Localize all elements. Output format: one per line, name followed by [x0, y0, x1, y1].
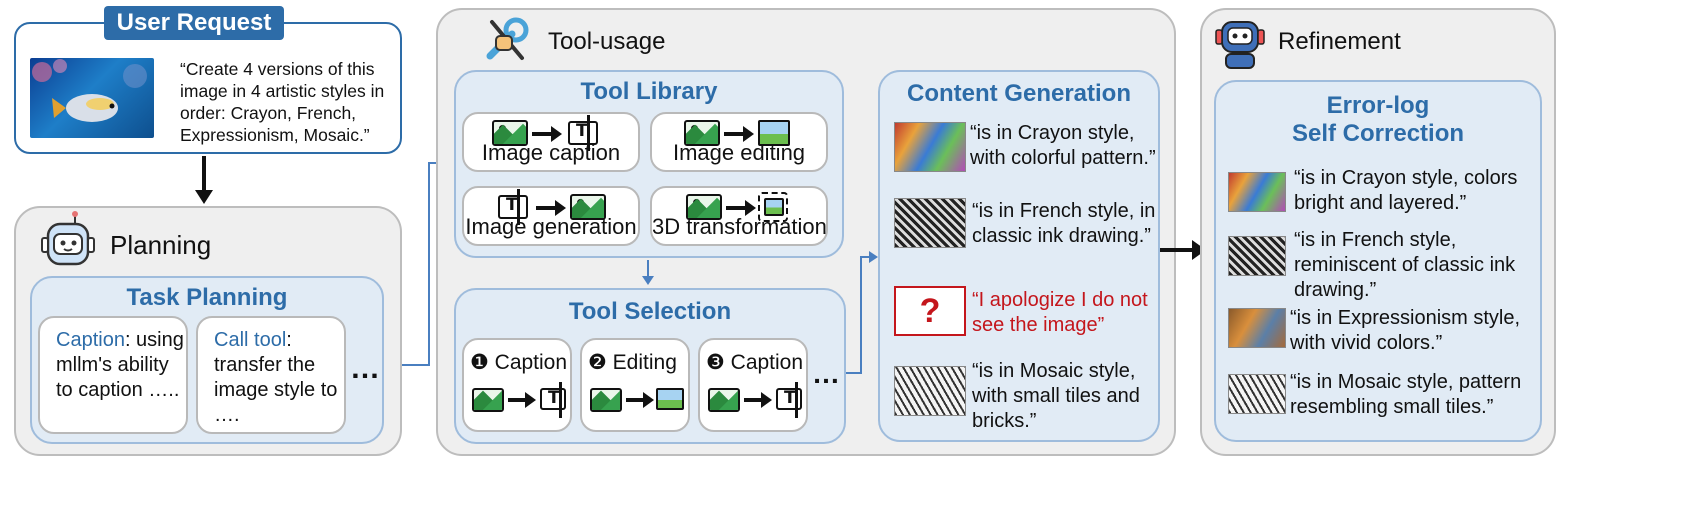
selection-step-label: ❶ Caption	[470, 351, 568, 374]
refinement-robot-icon	[1214, 16, 1266, 70]
connector-planning-to-tools	[402, 364, 430, 366]
planning-card-caption-text: Caption: using mllm's ability to caption…	[56, 328, 184, 403]
tool-label: Image generation	[465, 214, 637, 239]
user-request-header: User Request	[104, 6, 284, 40]
tool-label: Image caption	[481, 140, 621, 165]
content-item-error: “I apologize I do not see the image”	[972, 289, 1148, 336]
content-item-crayon: “is in Crayon style, with colorful patte…	[970, 122, 1156, 169]
planning-card-call-tool-key: Call tool	[214, 329, 287, 351]
connector-content-vertical	[860, 256, 862, 374]
3d-image-icon	[758, 192, 788, 222]
refinement-label: Refinement	[1278, 28, 1401, 55]
3d-image-inner-icon	[764, 198, 784, 216]
tool-image-editing[interactable]: Image editing	[650, 112, 828, 172]
selection-step-label: ❷ Editing	[588, 351, 677, 374]
arrow-to-refinement	[1160, 248, 1194, 252]
user-request-quote: “Create 4 versions of this image in 4 ar…	[180, 59, 385, 145]
planning-card-call-tool-desc: : transfer the image style to ….	[214, 329, 338, 426]
text-icon	[540, 382, 566, 418]
arrow-down-head	[195, 190, 213, 204]
error-question-box: ?	[894, 286, 966, 336]
tools-icon	[482, 14, 534, 66]
tool-label: 3D transformation	[652, 214, 827, 239]
crayon-image	[894, 122, 966, 172]
content-item-mosaic: “is in Mosaic style, with small tiles an…	[972, 360, 1140, 432]
edited-image-icon	[656, 388, 684, 410]
arrow-icon	[536, 200, 566, 216]
image-icon	[684, 120, 720, 146]
content-generation-title: Content Generation	[906, 80, 1131, 107]
arrow-icon	[532, 126, 562, 142]
planning-card-call-tool: Call tool: transfer the image style to ……	[196, 316, 346, 434]
tool-3d-transformation[interactable]: 3D transformation	[650, 186, 828, 246]
text-icon	[776, 382, 802, 418]
refined-item-mosaic: “is in Mosaic style, pattern resembling …	[1290, 371, 1522, 418]
connector-content-head	[869, 251, 878, 263]
arrow-icon	[726, 200, 756, 216]
text-icon	[498, 189, 528, 225]
tool-label: Image editing	[672, 140, 806, 165]
fish-photo	[30, 58, 154, 138]
arrow-icon	[508, 392, 536, 408]
arrow-down	[202, 156, 206, 196]
error-log-title-line2: Self Correction	[1291, 120, 1465, 147]
image-icon	[590, 388, 622, 412]
refined-french-image	[1228, 236, 1286, 276]
arrow-icon	[744, 392, 772, 408]
edited-image-icon	[758, 120, 790, 146]
tool-image-generation[interactable]: Image generation	[462, 186, 640, 246]
image-icon	[686, 194, 722, 220]
planning-card-call-tool-text: Call tool: transfer the image style to ……	[214, 328, 342, 428]
selection-step-1[interactable]: ❶ Caption	[462, 338, 572, 432]
refined-item-expressionism: “is in Expressionism style, with vivid c…	[1290, 307, 1521, 354]
planning-card-caption: Caption: using mllm's ability to caption…	[38, 316, 188, 434]
planning-card-caption-key: Caption	[56, 329, 125, 351]
refined-expressionism-image	[1228, 308, 1286, 348]
image-icon	[492, 120, 528, 146]
arrow-icon	[626, 392, 654, 408]
selection-step-3[interactable]: ❸ Caption	[698, 338, 808, 432]
refined-item-french: “is in French style, reminiscent of clas…	[1294, 229, 1516, 301]
content-item-french: “is in French style, in classic ink draw…	[972, 200, 1156, 247]
tool-selection-title: Tool Selection	[568, 298, 732, 325]
refined-crayon-image	[1228, 172, 1286, 212]
connector-selection-to-content	[846, 372, 862, 374]
connector-vertical	[428, 162, 430, 366]
connector-library-to-selection	[647, 260, 649, 280]
robot-icon	[38, 210, 98, 272]
mosaic-image	[894, 366, 966, 416]
tool-image-caption[interactable]: Image caption	[462, 112, 640, 172]
tool-usage-label: Tool-usage	[548, 28, 666, 55]
refined-mosaic-image	[1228, 374, 1286, 414]
error-log-title-line1: Error-log	[1326, 92, 1430, 119]
planning-label: Planning	[110, 230, 212, 260]
text-icon	[568, 115, 598, 151]
selection-step-label: ❸ Caption	[706, 351, 804, 374]
connector-content-horizontal	[860, 256, 872, 258]
image-icon	[708, 388, 740, 412]
selection-step-2[interactable]: ❷ Editing	[580, 338, 690, 432]
user-request-box: “Create 4 versions of this image in 4 ar…	[14, 22, 402, 154]
image-icon	[570, 194, 606, 220]
error-question-mark: ?	[919, 292, 941, 330]
tool-library-title: Tool Library	[580, 78, 718, 105]
task-planning-title: Task Planning	[126, 284, 288, 311]
planning-card-caption-desc: : using mllm's ability to caption …..	[56, 329, 184, 401]
image-icon	[472, 388, 504, 412]
connector-library-to-selection-head	[642, 276, 654, 285]
french-image	[894, 198, 966, 248]
refined-item-crayon: “is in Crayon style, colors bright and l…	[1294, 167, 1518, 214]
selection-ellipsis: …	[812, 358, 840, 389]
arrow-icon	[724, 126, 754, 142]
planning-ellipsis: …	[350, 352, 380, 385]
